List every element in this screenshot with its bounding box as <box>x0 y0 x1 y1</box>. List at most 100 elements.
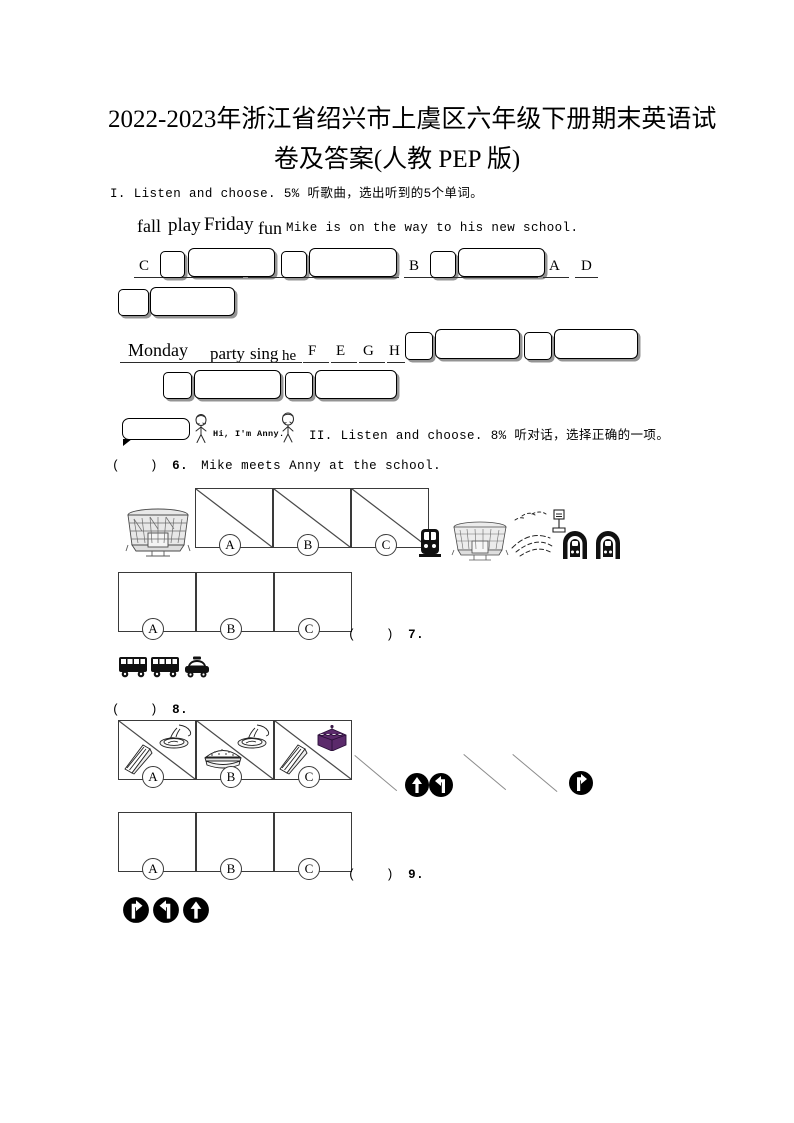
answer-letter-c: C <box>139 258 150 274</box>
answer-box-1d[interactable] <box>309 248 397 277</box>
option-label-6b[interactable]: B <box>297 534 319 556</box>
subway-icon-2 <box>595 530 621 560</box>
arrow-turn-right-icon-2 <box>122 896 149 923</box>
sandwich-icon-c <box>278 743 314 775</box>
arrow-turn-left-icon-2 <box>152 896 179 923</box>
question-7-number: 7. <box>408 628 425 642</box>
option-label-8c2[interactable]: C <box>298 858 320 880</box>
option-label-6c[interactable]: C <box>375 534 397 556</box>
word-he: he <box>282 348 297 364</box>
bus-icon-1 <box>118 655 148 679</box>
option-label-8b[interactable]: B <box>220 766 242 788</box>
answer-letter-h: H <box>389 343 400 359</box>
answer-blank-line-2[interactable] <box>248 277 399 278</box>
stadium-icon-1 <box>122 505 194 557</box>
answer-blank-line-5[interactable] <box>575 277 598 278</box>
option-label-8a2[interactable]: A <box>142 858 164 880</box>
question-7-marker[interactable]: ( ) 7. <box>348 628 424 642</box>
word-friday: Friday <box>204 214 254 235</box>
arrow-turn-right-icon-1 <box>568 770 594 796</box>
guide-line-1 <box>354 755 398 792</box>
option-label-6c2[interactable]: C <box>298 618 320 640</box>
question-9-marker[interactable]: ( ) 9. <box>348 868 424 882</box>
speech-bubble-tail <box>123 439 132 446</box>
answer-blank-line-1[interactable] <box>134 277 243 278</box>
word-fall: fall <box>137 216 161 236</box>
section-2-instruction: II. Listen and choose. 8% 听对话，选择正确的一项。 <box>309 429 670 443</box>
option-label-6a2[interactable]: A <box>142 618 164 640</box>
answer-box-1f[interactable] <box>458 248 545 277</box>
guide-line-2 <box>463 754 507 791</box>
answer-letter-b: B <box>409 258 420 274</box>
noodles-icon-b <box>235 724 271 750</box>
answer-blank-line-3[interactable] <box>404 277 538 278</box>
word-sing: sing <box>250 344 279 363</box>
answer-box-4b[interactable] <box>194 370 281 399</box>
answer-box-3a[interactable] <box>405 332 433 360</box>
question-8-marker[interactable]: ( ) 8. <box>112 703 188 717</box>
option-label-8b2[interactable]: B <box>220 858 242 880</box>
answer-letter-g: G <box>363 343 374 359</box>
hamburger-icon <box>203 745 243 773</box>
option-label-6a[interactable]: A <box>219 534 241 556</box>
bus-icon-2 <box>150 655 180 679</box>
answer-box-2b[interactable] <box>150 287 235 316</box>
answer-box-1a[interactable] <box>160 251 185 278</box>
taxi-icon <box>184 656 210 679</box>
person-figure-icon-right <box>277 412 299 444</box>
noodles-icon-a <box>157 724 193 750</box>
stadium-icon-2 <box>449 519 511 561</box>
answer-box-4c[interactable] <box>285 372 313 399</box>
question-8-number: 8. <box>172 703 189 717</box>
answer-box-4d[interactable] <box>315 370 397 399</box>
guide-line-3 <box>512 754 558 793</box>
page-title-line-2: 卷及答案(人教 PEP 版) <box>273 146 521 173</box>
arrow-straight-icon-2 <box>182 896 209 923</box>
speech-bubble-label: Hi, I'm Anny. <box>213 429 285 439</box>
answer-blank-line-8[interactable] <box>331 362 357 363</box>
answer-blank-line-4[interactable] <box>543 277 569 278</box>
answer-blank-line-9[interactable] <box>359 362 385 363</box>
answer-box-1b[interactable] <box>188 248 275 277</box>
word-fun: fun <box>258 218 282 238</box>
answer-blank-line-6[interactable] <box>120 362 302 363</box>
answer-box-4a[interactable] <box>163 372 192 399</box>
question-9-number: 9. <box>408 868 425 882</box>
answer-blank-line-7[interactable] <box>303 362 329 363</box>
arrow-turn-left-icon-1 <box>428 772 454 798</box>
answer-box-3b[interactable] <box>435 329 520 359</box>
option-label-8a[interactable]: A <box>142 766 164 788</box>
option-label-8c[interactable]: C <box>298 766 320 788</box>
section-1-instruction: I. Listen and choose. 5% 听歌曲，选出听到的5个单词。 <box>110 187 484 201</box>
arrow-straight-icon-1 <box>404 772 430 798</box>
question-6-paren-open: ( <box>112 459 121 473</box>
question-8-paren-open: ( <box>112 703 121 717</box>
word-play: play <box>168 215 201 236</box>
answer-letter-a: A <box>549 258 560 274</box>
question-6-marker[interactable]: ( ) 6. Mike meets Anny at the school. <box>112 459 441 473</box>
word-monday: Monday <box>128 340 188 360</box>
option-label-6b2[interactable]: B <box>220 618 242 640</box>
word-party: party <box>210 344 245 363</box>
answer-box-1e[interactable] <box>430 251 456 278</box>
answer-box-1c[interactable] <box>281 251 307 278</box>
answer-letter-e: E <box>336 343 346 359</box>
person-figure-icon-left <box>190 414 212 444</box>
question-6-paren-close: ) <box>150 459 159 473</box>
train-icon <box>418 528 442 558</box>
answer-blank-line-10[interactable] <box>387 362 405 363</box>
answer-box-2a[interactable] <box>118 289 149 316</box>
answer-box-3c[interactable] <box>524 332 552 360</box>
question-9-paren-open: ( <box>348 868 357 882</box>
answer-letter-f: F <box>308 343 317 359</box>
sketch-doodle-icon <box>510 508 572 563</box>
question-7-paren-close: ) <box>386 628 395 642</box>
sandwich-icon-a <box>123 743 159 775</box>
cake-icon <box>315 725 349 751</box>
speech-bubble <box>122 418 190 440</box>
question-8-paren-close: ) <box>150 703 159 717</box>
answer-box-3d[interactable] <box>554 329 638 359</box>
page-title-line-1: 2022-2023年浙江省绍兴市上虞区六年级下册期末英语试 <box>108 106 717 133</box>
section-1-sentence: Mike is on the way to his new school. <box>286 221 579 235</box>
